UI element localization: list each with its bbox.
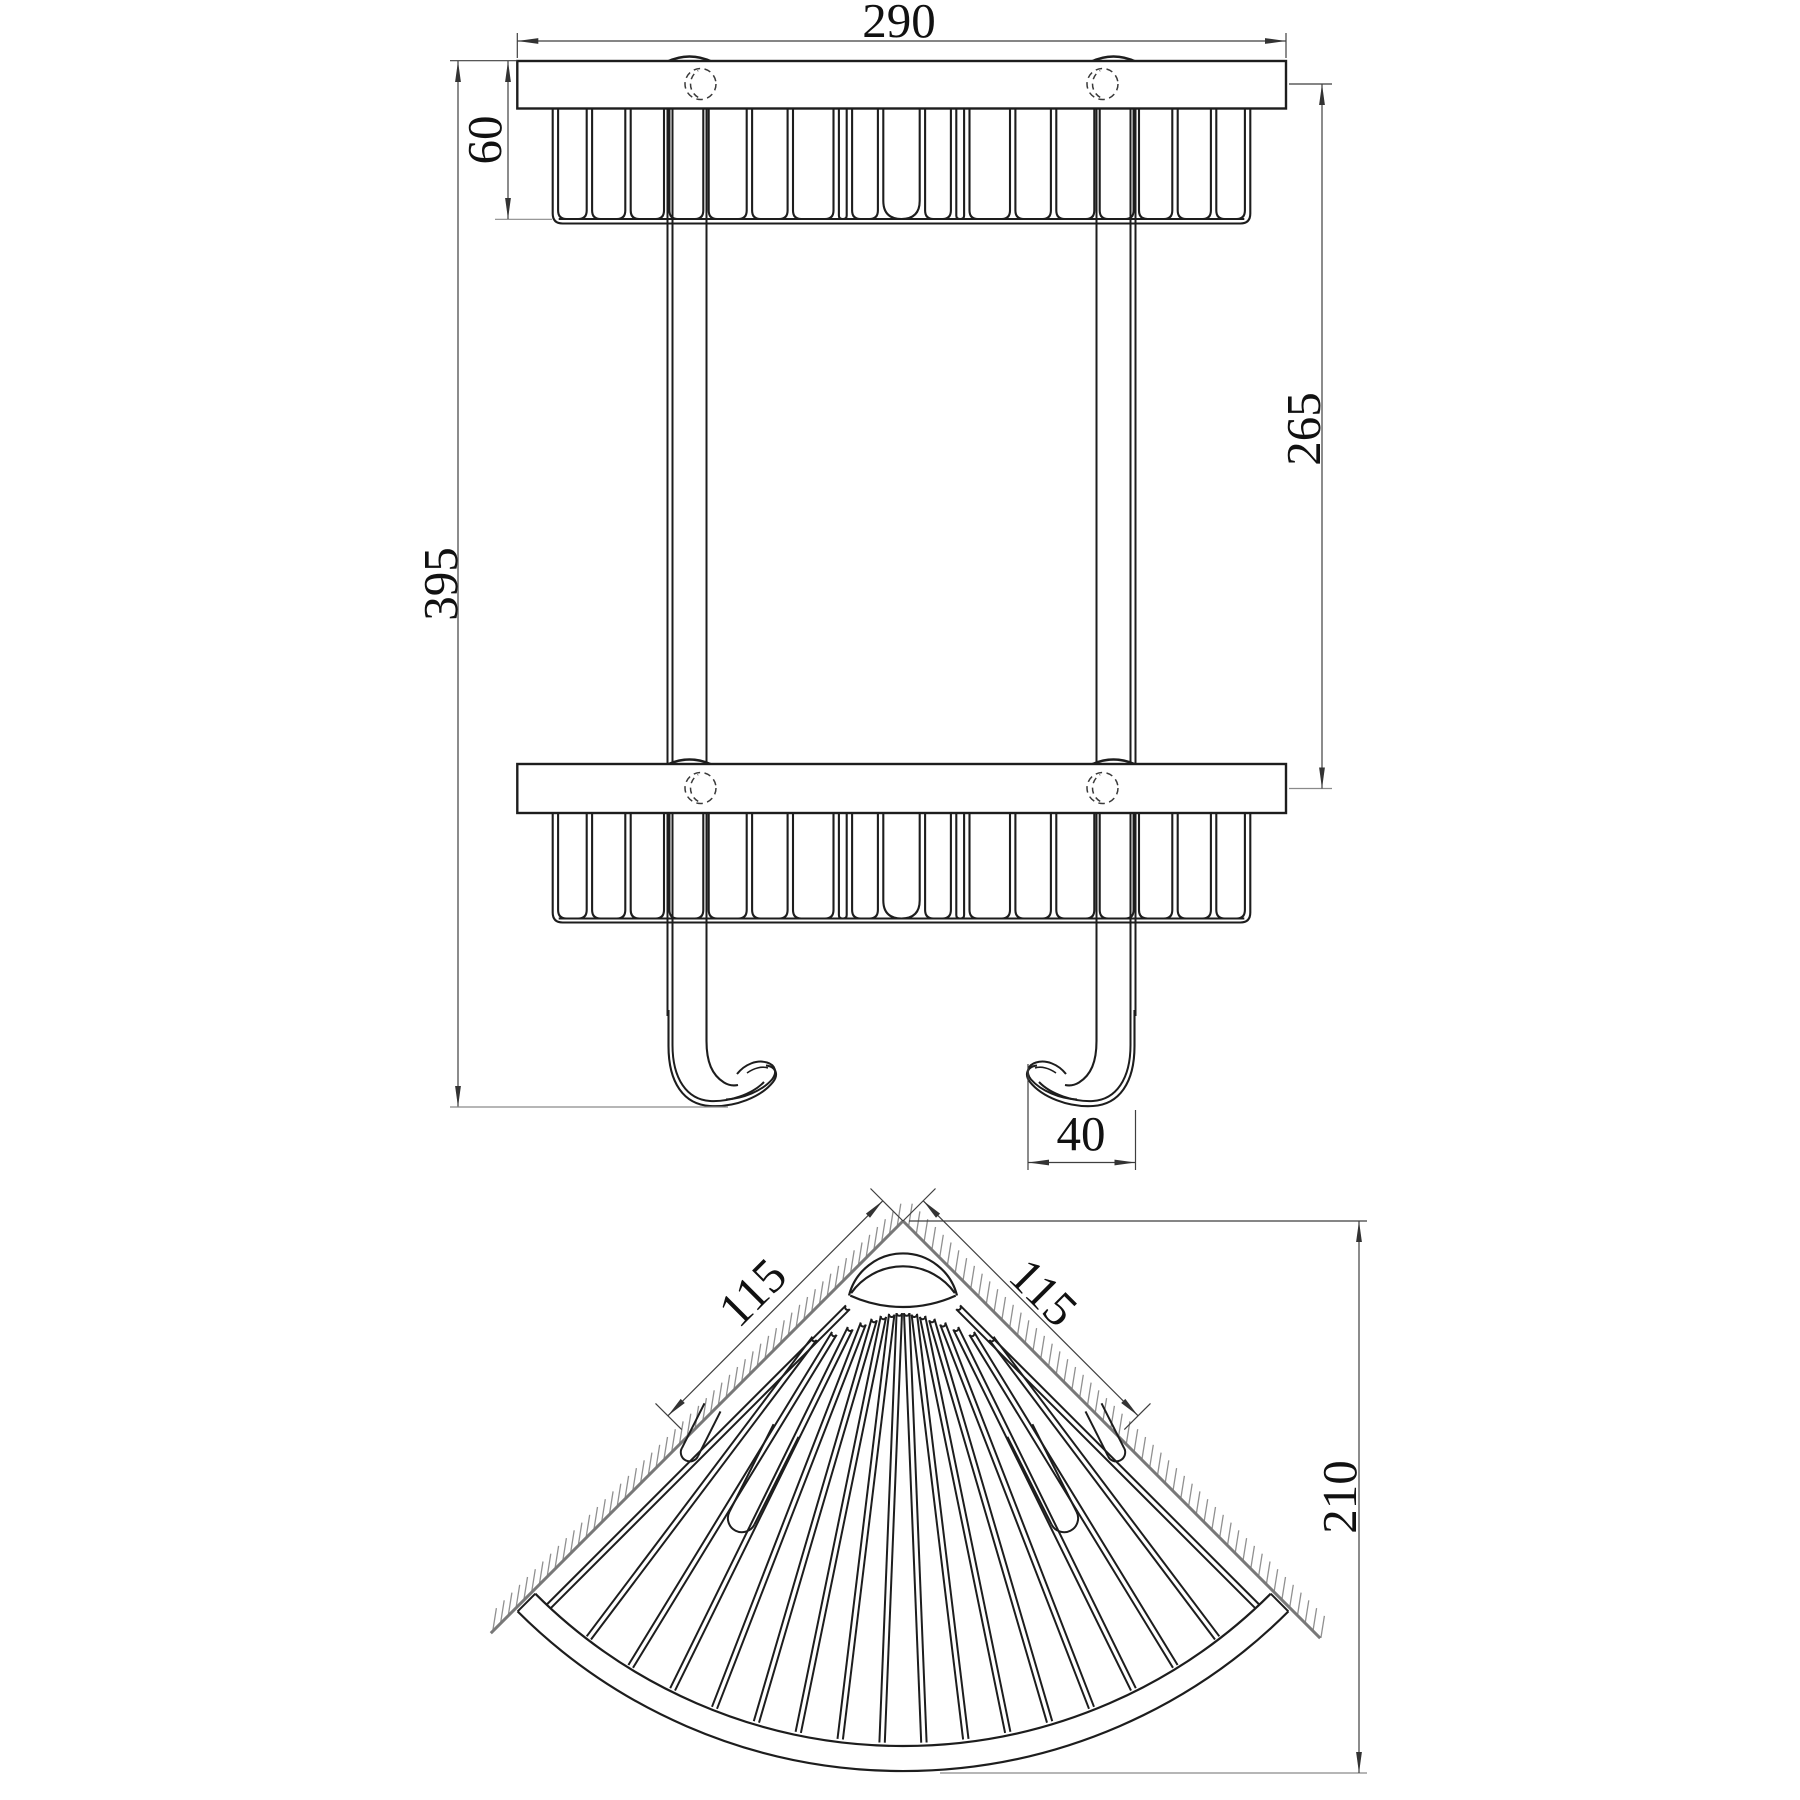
- svg-text:395: 395: [413, 547, 468, 621]
- svg-text:210: 210: [1312, 1460, 1367, 1534]
- svg-text:60: 60: [457, 116, 512, 165]
- svg-text:290: 290: [862, 0, 936, 48]
- svg-text:40: 40: [1057, 1106, 1106, 1161]
- svg-text:265: 265: [1276, 392, 1331, 466]
